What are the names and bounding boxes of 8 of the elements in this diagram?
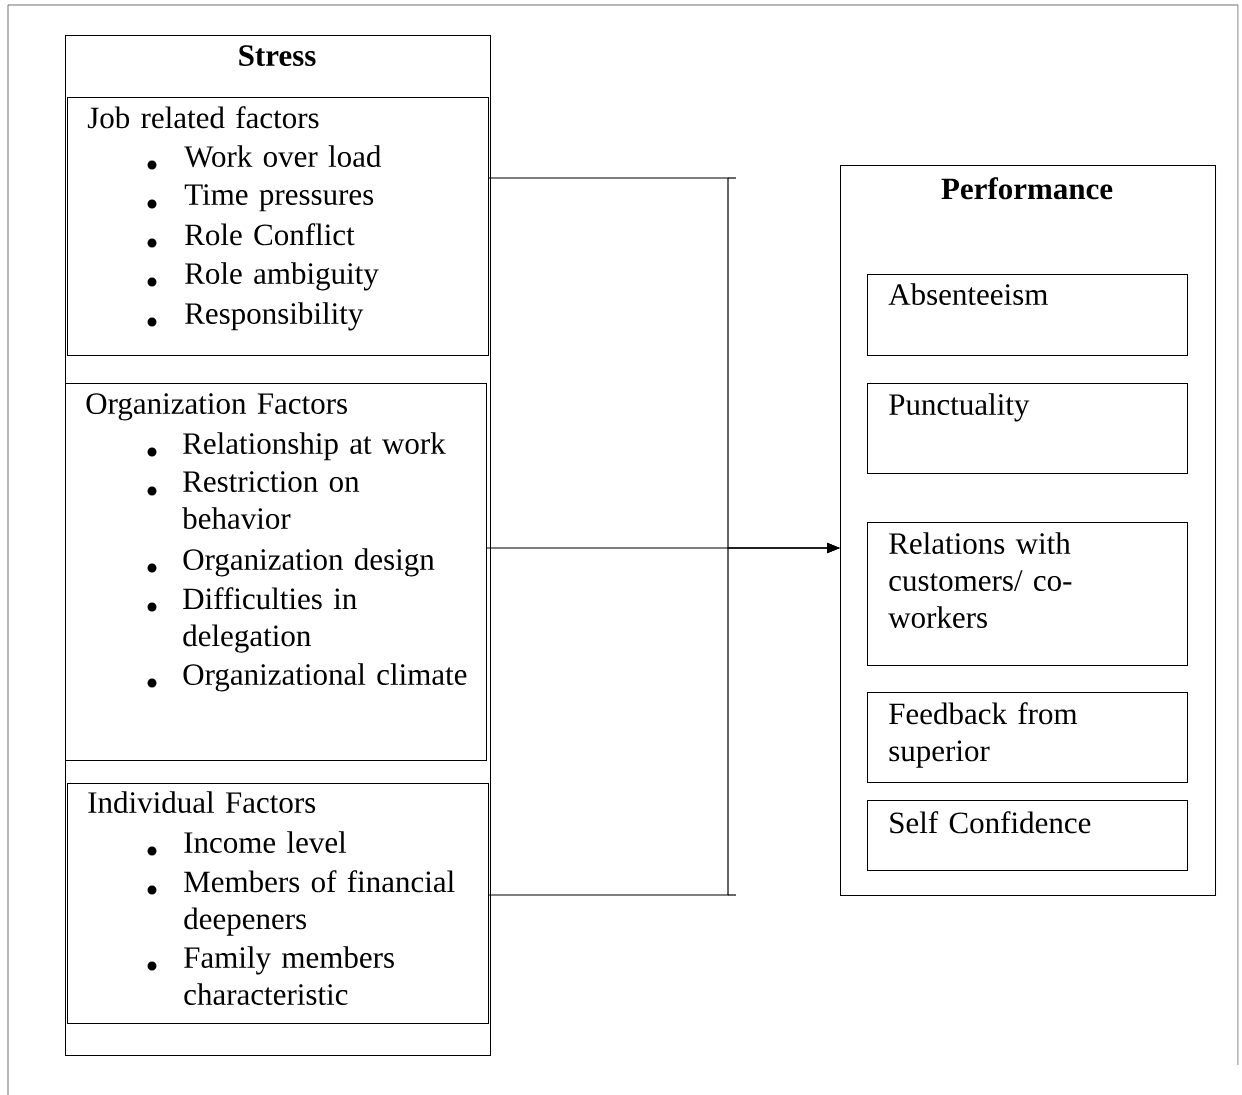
factor-box: Organization Factors Relationship at work Restriction on behavior Organization design Difficulties in delegation Organizational climate: [65, 383, 487, 761]
factor-box: Individual Factors Income level Members of financial deepeners Family members characteristic: [67, 783, 489, 1024]
measure-box: Self Confidence: [867, 800, 1188, 871]
measure-box: Punctuality: [867, 383, 1188, 474]
measure-box: Relations with customers/ co-workers: [867, 522, 1188, 666]
measure-box: Absenteeism: [867, 274, 1188, 356]
factor-box: Job related factors Work over load Time pressures Role Conflict Role ambiguity Responsibility: [67, 97, 489, 356]
measure-box: Feedback from superior: [867, 692, 1188, 783]
